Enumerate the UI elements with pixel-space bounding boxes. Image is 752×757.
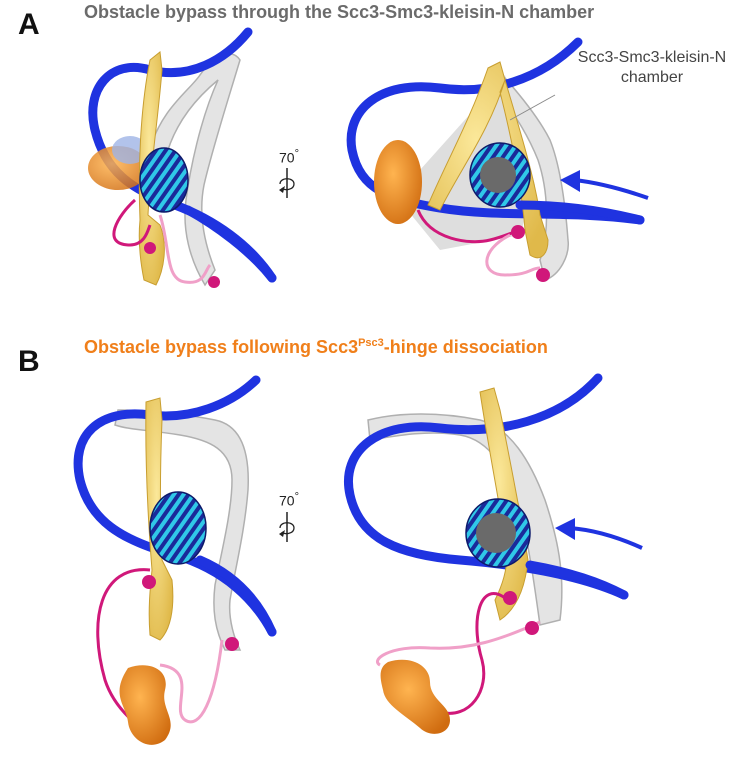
panel-b-title-suffix: -hinge dissociation: [383, 337, 548, 357]
panel-a-left-model: [88, 27, 277, 288]
rotation-unit-b: °: [294, 491, 299, 503]
histone-core-b-right: [476, 513, 516, 553]
rotation-arrow-icon: [279, 168, 295, 198]
dna-front-b-right: [525, 560, 629, 600]
scc3-a-right: [374, 140, 422, 224]
kleisin-c-b-left: [142, 575, 156, 589]
panel-a-title: Obstacle bypass through the Scc3-Smc3-kl…: [84, 2, 595, 22]
rotation-value-b: 70: [279, 492, 295, 509]
kleisin-pink-b-right: [376, 620, 541, 667]
chamber-callout-line2: chamber: [620, 69, 684, 86]
kleisin-magenta-a-left: [112, 198, 152, 247]
panel-a-right-model: [346, 37, 649, 282]
panel-b-title: Obstacle bypass following Scc3Psc3-hinge…: [84, 337, 548, 358]
nucleosome-a-left: [139, 147, 189, 213]
rotation-unit-a: °: [294, 148, 299, 160]
histone-core-a-right: [480, 157, 516, 193]
chamber-callout-leader: [509, 94, 556, 121]
kleisin-n-a-right: [536, 268, 550, 282]
dna-front-a-left: [183, 205, 277, 283]
panel-b-right-model: [344, 373, 643, 734]
scc3-b-right: [380, 659, 450, 734]
dna-front-a-right: [515, 200, 645, 225]
smc3-arm-white-b-left: [114, 409, 249, 651]
rotation-arrow-icon-b: [279, 512, 295, 542]
panel-letter-a: A: [18, 8, 40, 41]
kleisin-n-a-left: [208, 276, 220, 288]
nucleosome-b-left: [149, 491, 207, 565]
dna-entry-arrow-icon-b: [555, 518, 643, 550]
dna-entry-arrow-icon: [560, 170, 649, 200]
kleisin-c-b-right: [503, 591, 517, 605]
kleisin-pink-b-left: [159, 639, 224, 724]
kleisin-c-a-right: [511, 225, 525, 239]
scc3-a-left-2: [112, 136, 148, 164]
smc1-arm-yellow: [138, 51, 165, 286]
scc3-b-left: [119, 665, 171, 745]
kleisin-c-a-left: [144, 242, 156, 254]
rotation-label-a: 70°: [279, 148, 299, 166]
chamber-callout: Scc3-Smc3-kleisin-N chamber: [556, 48, 748, 88]
rotation-label-b: 70°: [279, 491, 299, 509]
smc3-arm-white-b-right: [367, 413, 563, 626]
panel-b-title-superscript: Psc3: [358, 337, 384, 349]
kleisin-n-b-right: [525, 621, 539, 635]
kleisin-pink-a-right: [485, 233, 541, 277]
panel-b-title-prefix: Obstacle bypass following Scc3: [84, 337, 359, 357]
kleisin-n-b-left: [225, 637, 239, 651]
panel-letter-b: B: [18, 345, 40, 378]
kleisin-pink-a-left: [158, 214, 212, 284]
rotation-value-a: 70: [279, 149, 295, 166]
smc3-arm-white-a-right: [499, 76, 569, 281]
panel-b-left-model: [73, 375, 277, 745]
dna-front-b-left: [195, 555, 277, 637]
chamber-callout-line1: Scc3-Smc3-kleisin-N: [577, 49, 727, 66]
